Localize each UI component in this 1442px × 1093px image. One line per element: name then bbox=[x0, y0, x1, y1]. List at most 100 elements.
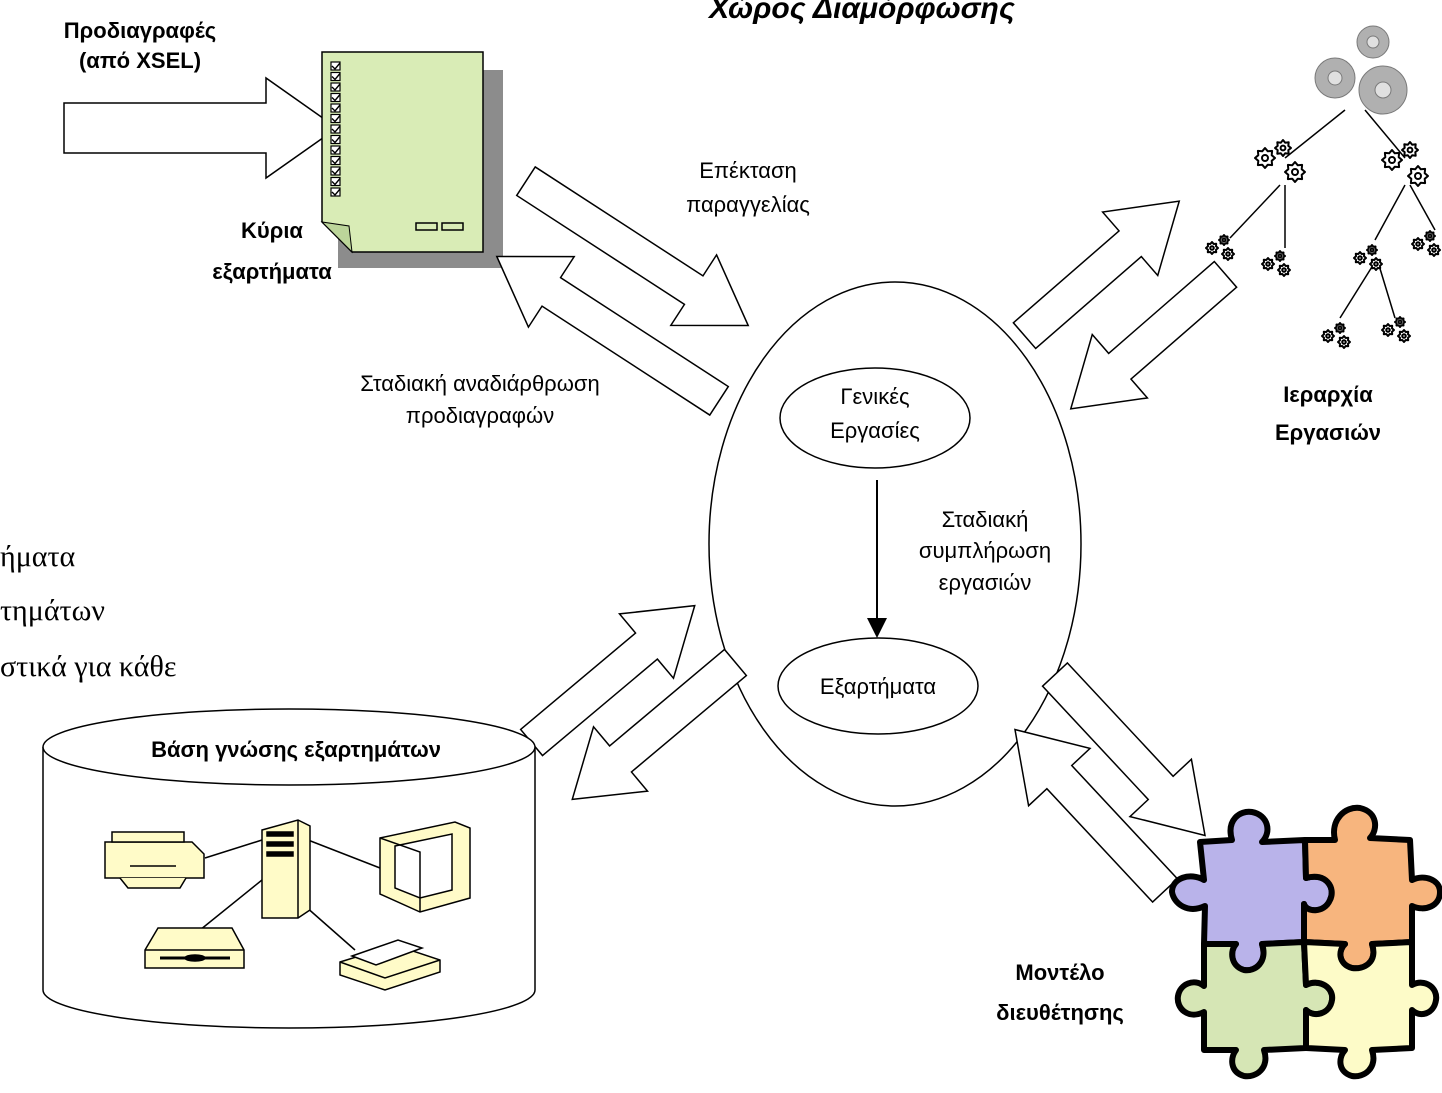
spec-input-label-line-2: (από XSEL) bbox=[79, 48, 201, 73]
document-page bbox=[321, 51, 484, 253]
main-components-label-line-1: Κύρια bbox=[241, 218, 303, 243]
to-kb-arrow bbox=[571, 648, 748, 801]
checklist-box bbox=[330, 124, 341, 134]
general-tasks-node bbox=[779, 367, 971, 469]
gear-icon-hole bbox=[1261, 154, 1269, 162]
checklist-box bbox=[330, 92, 341, 103]
gear-icon-hole bbox=[1406, 146, 1414, 154]
checklist-check bbox=[331, 178, 341, 186]
document-icon bbox=[320, 51, 503, 268]
task-hierarchy-label-line-1: Ιεραρχία bbox=[1283, 382, 1373, 407]
document-button-right bbox=[441, 222, 464, 231]
spec-input-label-line-1: Προδιαγραφές bbox=[64, 18, 216, 43]
small-gear-icon-hole bbox=[1369, 247, 1375, 253]
device-network bbox=[104, 819, 471, 991]
checklist-check bbox=[331, 167, 341, 176]
link-disk bbox=[199, 879, 263, 931]
task-completion-arrowhead bbox=[867, 618, 887, 638]
adaptation-model-label-line-2: διευθέτησης bbox=[996, 1000, 1124, 1025]
server-tower-icon bbox=[261, 819, 311, 919]
small-gear-icon-hole bbox=[1385, 327, 1391, 333]
task-hierarchy-label-line-2: Εργασιών bbox=[1275, 420, 1381, 445]
to-ellipse-from-kb-arrow bbox=[519, 604, 696, 757]
background-text-line-1: ήματα bbox=[0, 540, 76, 573]
small-gear-icon-hole bbox=[1337, 325, 1343, 331]
checklist-box bbox=[330, 82, 341, 92]
checklist-box bbox=[330, 176, 341, 187]
order-expansion-label-line-2: παραγγελίας bbox=[686, 192, 810, 217]
link-scanner bbox=[304, 905, 356, 951]
spec-restructuring-arrow bbox=[495, 255, 730, 417]
checklist-box bbox=[330, 166, 341, 176]
task-completion-label-line-3: εργασιών bbox=[939, 570, 1032, 595]
small-gear-icon-hole bbox=[1341, 339, 1347, 345]
link-printer bbox=[204, 839, 263, 859]
scanner-icon bbox=[339, 939, 441, 991]
checklist-box bbox=[330, 145, 341, 155]
task-hierarchy-tree bbox=[1205, 25, 1441, 349]
checklist-check bbox=[331, 115, 341, 123]
document-checklist bbox=[330, 61, 341, 197]
gear-groups bbox=[1205, 139, 1441, 349]
spec-restructuring-label-line-2: προδιαγραφών bbox=[406, 403, 554, 428]
general-tasks-label-line-1: Γενικές bbox=[840, 384, 909, 409]
checklist-box bbox=[330, 134, 341, 145]
gear-icon-hole bbox=[1414, 172, 1422, 180]
checklist-check bbox=[331, 136, 341, 144]
small-gear-icon-hole bbox=[1281, 267, 1287, 273]
spec-restructuring-label-line-1: Σταδιακή αναδιάρθρωση bbox=[360, 371, 599, 396]
puzzle-icon bbox=[1169, 804, 1442, 1080]
small-gear-icon-hole bbox=[1431, 247, 1437, 253]
order-expansion-label-line-1: Επέκταση bbox=[699, 158, 797, 183]
diagram-title: Χώρος Διαμόρφωσης bbox=[707, 0, 1015, 25]
disk-drive-icon bbox=[144, 927, 245, 969]
small-gear-icon-hole bbox=[1221, 237, 1227, 243]
components-label: Εξαρτήματα bbox=[820, 674, 937, 699]
small-gear-icon-hole bbox=[1373, 261, 1379, 267]
spec-input-arrow bbox=[63, 76, 339, 180]
task-completion-label-line-1: Σταδιακή bbox=[942, 507, 1029, 532]
printer-icon bbox=[104, 831, 205, 889]
task-completion-label-line-2: συμπλήρωση bbox=[919, 538, 1051, 563]
background-text-line-3: στικά για κάθε bbox=[0, 650, 176, 683]
small-gear-icon-hole bbox=[1209, 245, 1215, 251]
small-gear-icon-hole bbox=[1427, 233, 1433, 239]
main-components-label-line-2: εξαρτήματα bbox=[212, 259, 332, 284]
small-gear-icon-hole bbox=[1415, 241, 1421, 247]
document-fold bbox=[320, 221, 353, 254]
checklist-box bbox=[330, 71, 341, 82]
components-node bbox=[777, 637, 979, 735]
checklist-check bbox=[331, 94, 341, 102]
document-button-left bbox=[415, 222, 438, 231]
order-expansion-arrow bbox=[515, 165, 750, 327]
checklist-box bbox=[330, 103, 341, 113]
link-monitor bbox=[307, 839, 381, 869]
small-gear-icon-hole bbox=[1397, 319, 1403, 325]
checklist-check bbox=[331, 146, 341, 155]
checklist-box bbox=[330, 113, 341, 124]
gear-icon-hole bbox=[1279, 144, 1287, 152]
checklist-box bbox=[330, 61, 341, 71]
gear-icon-hole bbox=[1291, 168, 1299, 176]
checklist-check bbox=[331, 125, 341, 134]
to-task-hierarchy-arrow bbox=[1012, 200, 1181, 350]
small-gear-icon-hole bbox=[1357, 255, 1363, 261]
to-adaptation-model-arrow bbox=[1041, 661, 1206, 837]
small-gear-icon-hole bbox=[1401, 333, 1407, 339]
checklist-box bbox=[330, 155, 341, 166]
puzzle-piece-yellow bbox=[1301, 939, 1440, 1080]
checklist-box bbox=[330, 187, 341, 197]
checklist-check bbox=[331, 83, 341, 92]
monitor-icon bbox=[379, 821, 471, 913]
small-gear-icon-hole bbox=[1325, 333, 1331, 339]
small-gear-icon-hole bbox=[1225, 251, 1231, 257]
checklist-check bbox=[331, 73, 341, 81]
from-task-hierarchy-arrow bbox=[1069, 260, 1238, 410]
knowledge-base-label: Βάση γνώσης εξαρτημάτων bbox=[151, 737, 441, 762]
small-gear-icon-hole bbox=[1277, 253, 1283, 259]
from-adaptation-model-arrow bbox=[1014, 728, 1179, 904]
adaptation-model-label-line-1: Μοντέλο bbox=[1015, 960, 1104, 985]
checklist-check bbox=[331, 104, 341, 113]
gear-cluster-top bbox=[1314, 25, 1408, 115]
